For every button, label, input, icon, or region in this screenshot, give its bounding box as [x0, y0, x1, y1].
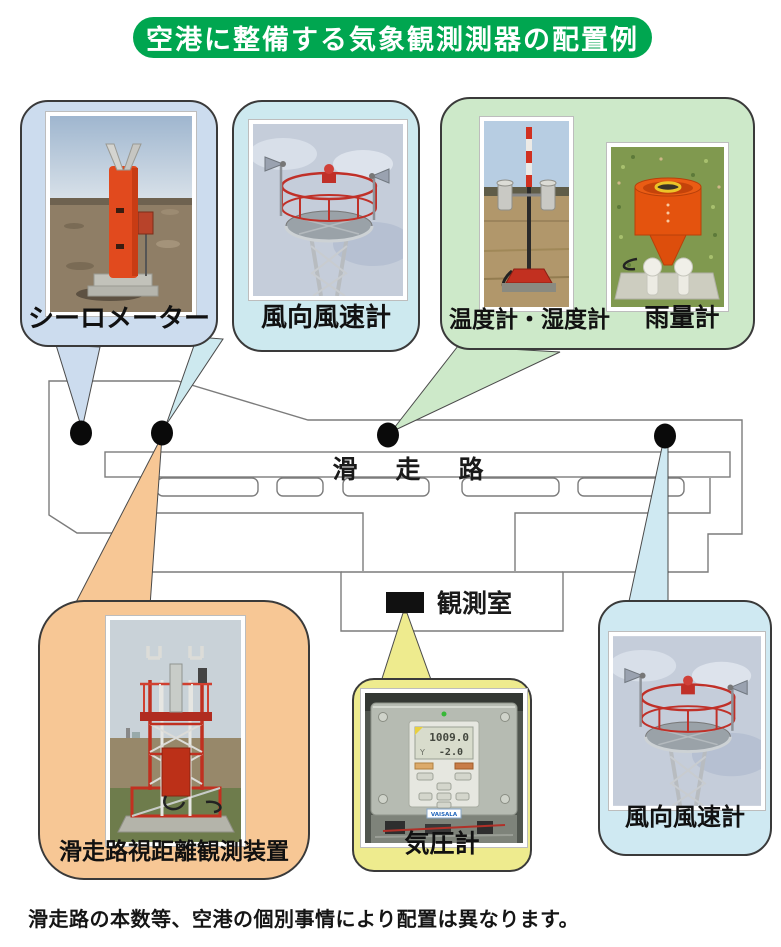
label-ceilometer: シーロメーター: [27, 304, 210, 334]
site-dots: [70, 420, 676, 449]
footnote: 滑走路の本数等、空港の個別事情により配置は異なります。: [28, 907, 580, 931]
barometer-reading-top: 1009.0: [429, 731, 469, 744]
photo-rain-gauge: [606, 142, 729, 312]
bubble-wind-sensor-2: 風向風速計: [598, 600, 772, 856]
site-dot-temp-rain: [377, 422, 399, 448]
bubble-ceilometer: シーロメーター: [20, 100, 218, 347]
label-thermo-hygrometer: 温度計・湿度計: [449, 307, 610, 333]
bubble-barometer: 1009.0 -2.0 Y VAISALA 気圧計: [352, 678, 532, 872]
barometer-reading-bottom: -2.0: [439, 747, 463, 758]
runway: [104, 451, 731, 478]
barometer-brand: VAISALA: [431, 812, 458, 818]
wind-tower-illustration-2: [613, 636, 761, 806]
label-rvr-device: 滑走路視距離観測装置: [59, 839, 289, 865]
rain-gauge-illustration: [611, 147, 724, 307]
rvr-illustration: [110, 620, 241, 842]
observation-room-marker: [386, 592, 424, 613]
site-dot-wind-1: [151, 420, 173, 446]
connector-barometer: [378, 612, 435, 689]
label-wind-sensor-2: 風向風速計: [625, 803, 745, 831]
photo-rvr-device: [105, 615, 246, 847]
connectors: [55, 336, 669, 689]
runway-label: 滑走路: [332, 455, 521, 484]
photo-barometer: 1009.0 -2.0 Y VAISALA: [360, 688, 528, 848]
title-banner: 空港に整備する気象観測測器の配置例: [133, 17, 652, 58]
photo-ceilometer: [45, 111, 197, 317]
page-title: 空港に整備する気象観測測器の配置例: [146, 25, 639, 56]
photo-wind-sensor-2: [608, 631, 766, 811]
label-rain-gauge: 雨量計: [644, 303, 720, 332]
bubble-rvr-device: 滑走路視距離観測装置: [38, 600, 310, 880]
observation-room-label: 観測室: [437, 589, 512, 618]
label-barometer: 気圧計: [404, 829, 480, 858]
ceilometer-illustration: [50, 116, 192, 312]
wind-tower-illustration: [253, 124, 403, 296]
bubble-temp-rain: 温度計・湿度計 雨量計: [440, 97, 755, 350]
photo-thermo-hygrometer: [479, 116, 574, 312]
connector-temp-rain: [390, 345, 561, 433]
site-dot-ceilometer: [70, 420, 92, 446]
barometer-illustration: 1009.0 -2.0 Y VAISALA: [365, 693, 523, 843]
label-wind-sensor-1: 風向風速計: [260, 303, 391, 333]
connector-ceilometer: [55, 344, 101, 431]
thermo-hygrometer-illustration: [484, 121, 569, 307]
site-dot-wind-2: [654, 423, 676, 449]
display-glyph: Y: [419, 748, 425, 757]
bubble-wind-sensor-1: 風向風速計: [232, 100, 420, 352]
photo-wind-sensor-1: [248, 119, 408, 301]
